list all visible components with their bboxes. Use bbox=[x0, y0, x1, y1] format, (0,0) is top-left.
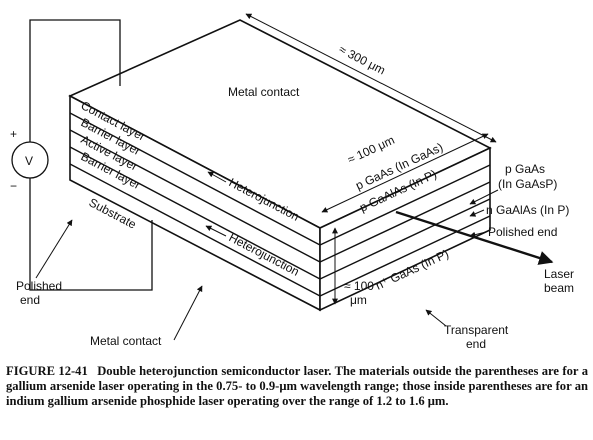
metal-contact-bottom-label: Metal contact bbox=[90, 334, 162, 348]
figure-number: FIGURE 12-41 bbox=[6, 364, 88, 378]
minus-sign: − bbox=[10, 179, 17, 193]
dim-100-side-label-2: μm bbox=[350, 293, 367, 307]
caption-text: Double heterojunction semiconductor lase… bbox=[6, 364, 588, 409]
laser-beam bbox=[395, 210, 554, 265]
laser-label-1: Laser bbox=[544, 267, 574, 281]
n-gaalas-label: n GaAlAs (In P) bbox=[486, 203, 569, 217]
p-gaas-label: p GaAs bbox=[505, 162, 545, 176]
figure-caption: FIGURE 12-41 Double heterojunction semic… bbox=[6, 364, 588, 410]
metal-contact-top-label: Metal contact bbox=[228, 85, 300, 99]
dim-100-side-label-1: ≈ 100 bbox=[344, 279, 374, 293]
polished-end-left-label-2: end bbox=[20, 293, 40, 307]
plus-sign: + bbox=[10, 127, 17, 141]
in-gaasp-label: (In GaAsP) bbox=[498, 177, 557, 191]
voltmeter-label: V bbox=[25, 154, 33, 168]
transparent-label-1: Transparent bbox=[444, 323, 509, 337]
transparent-label-2: end bbox=[466, 337, 486, 351]
circuit bbox=[11, 19, 153, 291]
laser-label-2: beam bbox=[544, 281, 574, 295]
laser-diagram: ≈ 300 μm ≈ 100 μm ≈ 100 μm Metal contact… bbox=[10, 13, 574, 351]
dim-300-label: ≈ 300 μm bbox=[337, 42, 388, 77]
polished-end-left-label-1: Polished bbox=[16, 279, 62, 293]
polished-end-right-label: Polished end bbox=[488, 225, 557, 239]
left-face bbox=[69, 94, 321, 312]
dim-100-top-line bbox=[321, 133, 489, 213]
dim-300-line bbox=[245, 13, 497, 143]
